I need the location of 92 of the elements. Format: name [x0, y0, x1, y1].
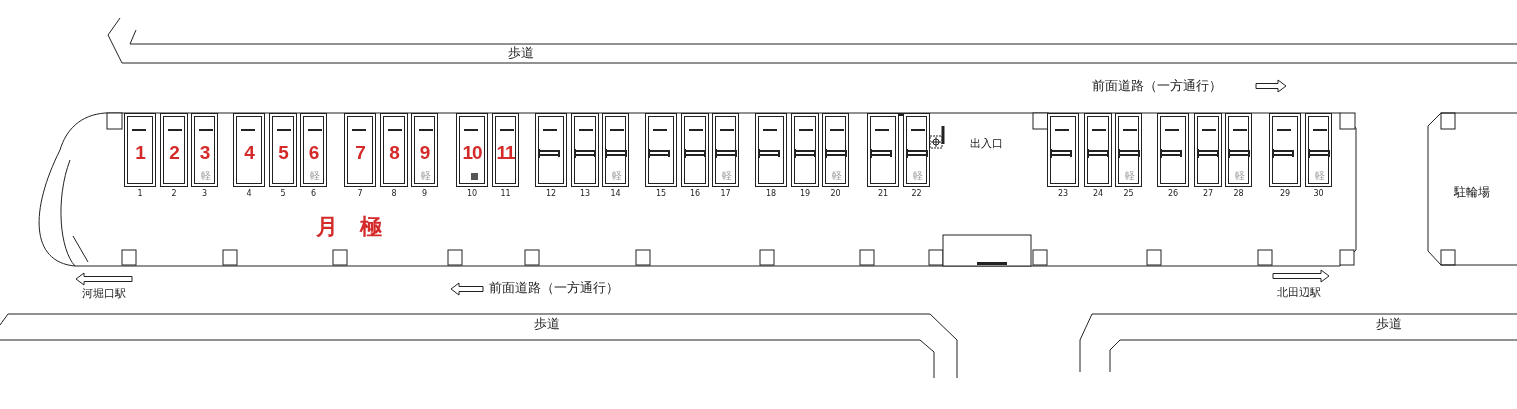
parking-stall	[1305, 113, 1332, 187]
kei-car-mark: 軽	[421, 171, 431, 181]
parking-stall	[456, 113, 488, 187]
kei-car-mark: 軽	[1315, 171, 1325, 181]
sidewalk-label: 歩道	[534, 317, 560, 330]
parking-stall	[160, 113, 188, 187]
parking-stall	[791, 113, 819, 187]
stall-number-label: 19	[798, 190, 812, 198]
stall-number-label: 8	[390, 190, 398, 198]
parking-stall	[1225, 113, 1252, 187]
stall-number: 11	[495, 143, 516, 162]
parking-stall	[602, 113, 629, 187]
parking-stall	[903, 113, 930, 187]
entrance-label: 出入口	[970, 138, 1003, 149]
stall-number-label: 1	[136, 190, 144, 198]
parking-stall	[1084, 113, 1112, 187]
stall-number-label: 28	[1232, 190, 1245, 198]
stall-number-label: 3	[200, 190, 209, 198]
parking-stall	[124, 113, 156, 187]
kei-car-mark: 軽	[612, 171, 622, 181]
stall-number-label: 13	[578, 190, 592, 198]
parking-stall	[269, 113, 297, 187]
stall-number: 4	[243, 143, 256, 162]
parking-stall	[1047, 113, 1079, 187]
kei-car-mark: 軽	[722, 171, 732, 181]
stall-number: 6	[307, 143, 320, 162]
parking-stall	[755, 113, 787, 187]
stall-number-label: 22	[910, 190, 923, 198]
parking-stall	[712, 113, 739, 187]
parking-stall	[1157, 113, 1189, 187]
sidewalk-label: 歩道	[508, 46, 534, 59]
stall-number-label: 27	[1201, 190, 1215, 198]
stall-number: 3	[198, 143, 211, 162]
stall-number-label: 17	[719, 190, 732, 198]
stall-number-label: 7	[356, 190, 364, 198]
parking-stall	[645, 113, 677, 187]
parking-stall	[233, 113, 265, 187]
stall-number-label: 14	[609, 190, 622, 198]
parking-stall	[344, 113, 376, 187]
kei-car-mark: 軽	[832, 171, 842, 181]
stall-number-label: 18	[764, 190, 778, 198]
stall-number: 9	[418, 143, 431, 162]
area-label: 駐輪場	[1453, 184, 1491, 201]
stall-number-label: 30	[1312, 190, 1325, 198]
stall-number: 2	[168, 143, 180, 162]
stall-number-label: 21	[876, 190, 890, 198]
stall-number-label: 4	[245, 190, 253, 198]
parking-stall	[380, 113, 408, 187]
parking-stall	[571, 113, 599, 187]
stall-number-label: 25	[1122, 190, 1135, 198]
stall-number: 8	[388, 143, 401, 162]
parking-stall	[411, 113, 438, 187]
parking-stall	[1269, 113, 1301, 187]
bicycle-parking-area	[1427, 112, 1517, 266]
stall-number-label: 16	[688, 190, 702, 198]
parking-stall	[1115, 113, 1142, 187]
stall-number: 10	[461, 143, 483, 162]
kei-car-mark: 軽	[913, 171, 923, 181]
stall-number: 1	[134, 143, 147, 162]
parking-stall	[535, 113, 567, 187]
station-label: 北田辺駅	[1277, 287, 1321, 298]
stall-number: 5	[277, 143, 290, 162]
station-label: 河堀口駅	[82, 288, 126, 299]
stall-number-label: 24	[1091, 190, 1105, 198]
road-label: 前面道路（一方通行）	[489, 281, 619, 294]
stall-number-label: 20	[829, 190, 842, 198]
stall-number-label: 23	[1056, 190, 1070, 198]
stall-number-label: 26	[1166, 190, 1180, 198]
parking-stall	[1194, 113, 1222, 187]
parking-stall	[300, 113, 327, 187]
kei-car-mark: 軽	[201, 171, 211, 181]
stall-number-label: 6	[309, 190, 318, 198]
stall-number-label: 15	[654, 190, 668, 198]
sidewalk-label: 歩道	[1376, 317, 1402, 330]
parking-stall	[191, 113, 218, 187]
kei-car-mark: 軽	[1235, 171, 1245, 181]
stall-number-label: 12	[544, 190, 558, 198]
parking-stall	[822, 113, 849, 187]
kei-car-mark: 軽	[310, 171, 320, 181]
lot-type-label: 月 極	[316, 216, 382, 238]
stall-number-label: 29	[1278, 190, 1292, 198]
stall-number-label: 11	[499, 190, 512, 198]
stall-number: 7	[354, 143, 366, 162]
stall-number-label: 9	[420, 190, 429, 198]
parking-stall	[681, 113, 709, 187]
parking-stall	[492, 113, 519, 187]
stall-number-label: 2	[170, 190, 178, 198]
road-label: 前面道路（一方通行）	[1092, 79, 1222, 92]
stall-number-label: 10	[465, 190, 479, 198]
kei-car-mark: 軽	[1125, 171, 1135, 181]
stall-number-label: 5	[279, 190, 287, 198]
parking-stall	[867, 113, 899, 187]
